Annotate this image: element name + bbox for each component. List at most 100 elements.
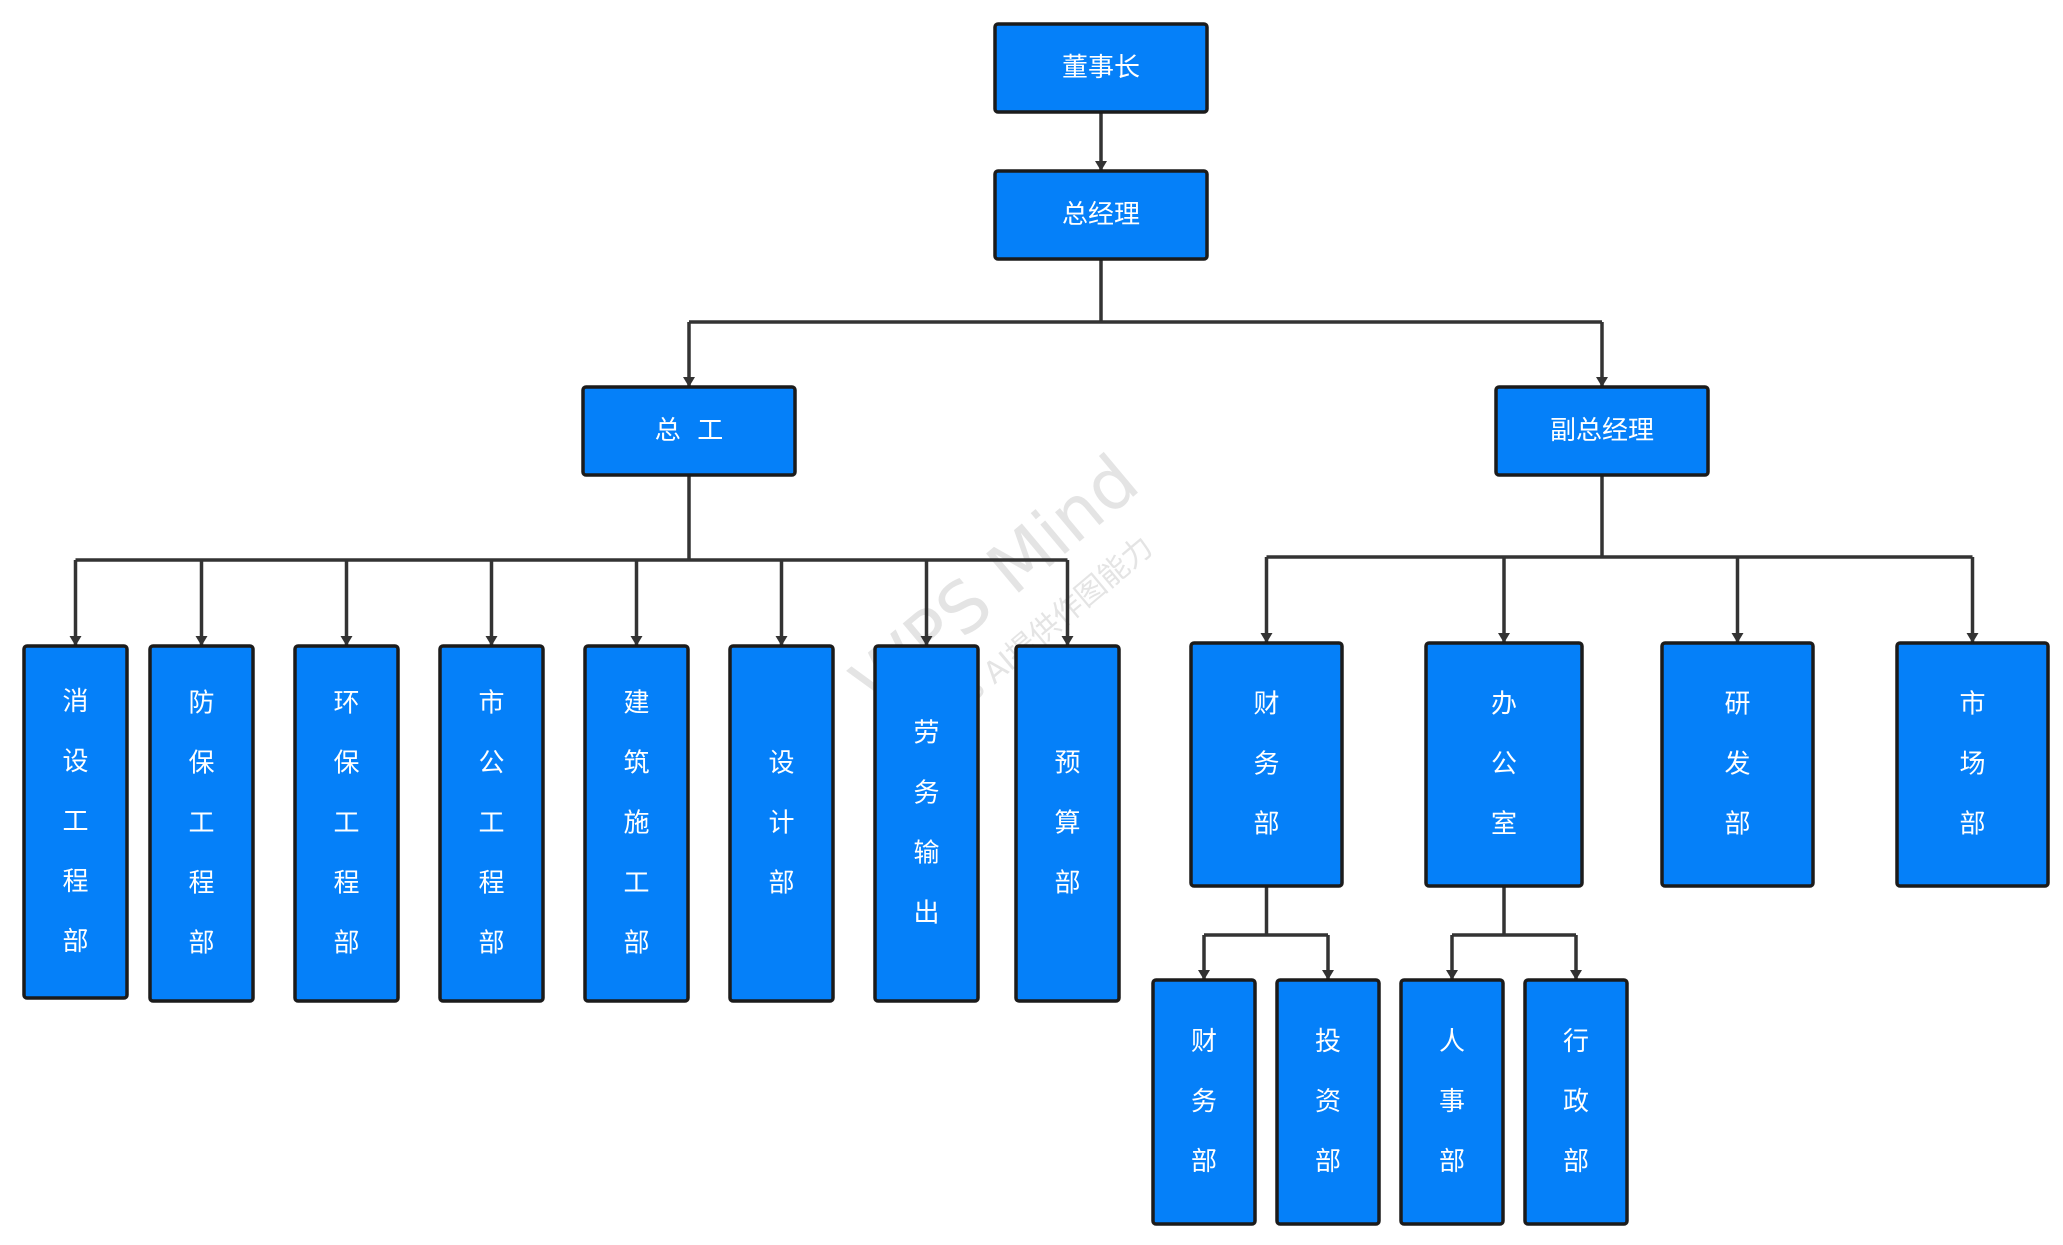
node-label-char-budget-dept-2: 部: [1054, 869, 1080, 899]
node-label-char-budget-dept-0: 预: [1054, 749, 1080, 779]
node-label-char-labor-dept-1: 务: [913, 779, 939, 809]
node-label-char-investment-2: 部: [1315, 1147, 1341, 1177]
node-label-char-finance-affairs-2: 部: [1253, 810, 1279, 840]
node-label-char-investment-1: 资: [1315, 1087, 1341, 1117]
node-label-char-municipal-dept-2: 工: [478, 809, 504, 839]
node-office[interactable]: 办公室: [1424, 641, 1584, 888]
node-label-char-office-1: 公: [1491, 750, 1517, 780]
node-box-protection-dept[interactable]: [148, 644, 255, 1003]
node-admin[interactable]: 行政部: [1523, 978, 1629, 1226]
node-label-char-construction-dept-2: 施: [623, 809, 649, 839]
node-label-char-protection-dept-4: 部: [188, 929, 214, 959]
node-box-admin[interactable]: [1523, 978, 1629, 1226]
node-box-labor-dept[interactable]: [873, 644, 980, 1003]
node-investment[interactable]: 投资部: [1275, 978, 1381, 1226]
node-label-char-budget-dept-1: 算: [1054, 809, 1080, 839]
node-finance-affairs[interactable]: 财务部: [1189, 641, 1344, 888]
node-label-char-municipal-dept-3: 程: [478, 869, 504, 899]
node-label-deputy-gm: 副总经理: [1550, 416, 1654, 446]
node-label-char-construction-dept-1: 筑: [623, 749, 649, 779]
node-label-char-labor-dept-0: 劳: [913, 719, 939, 749]
node-label-char-construction-dept-3: 工: [623, 869, 649, 899]
node-label-char-rnd-2: 部: [1724, 810, 1750, 840]
node-box-municipal-dept[interactable]: [438, 644, 545, 1003]
node-label-char-design-dept-1: 计: [768, 809, 794, 839]
node-deputy-gm[interactable]: 副总经理: [1494, 385, 1710, 477]
node-label-char-construction-dept-4: 部: [623, 929, 649, 959]
node-label-char-admin-2: 部: [1563, 1147, 1589, 1177]
node-label-char-finance-sub-2: 部: [1191, 1147, 1217, 1177]
node-box-investment[interactable]: [1275, 978, 1381, 1226]
node-label-char-finance-affairs-1: 务: [1253, 750, 1279, 780]
node-rnd[interactable]: 研发部: [1660, 641, 1815, 888]
node-label-char-protection-dept-2: 工: [188, 809, 214, 839]
node-chief-engineer[interactable]: 总 工: [581, 385, 797, 477]
node-box-gm[interactable]: [993, 169, 1209, 261]
node-label-char-municipal-dept-0: 市: [478, 689, 504, 719]
node-design-dept[interactable]: 设计部: [728, 644, 835, 1003]
node-label-char-construction-dept-0: 建: [623, 689, 649, 719]
node-label-char-admin-1: 政: [1563, 1087, 1589, 1117]
node-box-finance-affairs[interactable]: [1189, 641, 1344, 888]
node-label-char-fire-dept-0: 消: [62, 687, 88, 717]
node-gm[interactable]: 总经理: [993, 169, 1209, 261]
connector-lines: [69, 112, 1979, 980]
node-label-char-design-dept-2: 部: [768, 869, 794, 899]
node-label-char-labor-dept-3: 出: [913, 899, 939, 929]
node-box-rnd[interactable]: [1660, 641, 1815, 888]
node-box-construction-dept[interactable]: [583, 644, 690, 1003]
node-label-char-fire-dept-2: 工: [62, 807, 88, 837]
node-label-char-protection-dept-3: 程: [188, 869, 214, 899]
node-label-char-hr-2: 部: [1439, 1147, 1465, 1177]
node-label-char-finance-sub-1: 务: [1191, 1087, 1217, 1117]
node-box-chairman[interactable]: [993, 22, 1209, 114]
node-hr[interactable]: 人事部: [1399, 978, 1505, 1226]
node-label-char-hr-0: 人: [1439, 1027, 1465, 1057]
node-label-char-finance-sub-0: 财: [1191, 1027, 1217, 1057]
node-label-char-market-1: 场: [1959, 750, 1985, 780]
node-chairman[interactable]: 董事长: [993, 22, 1209, 114]
node-label-char-municipal-dept-1: 公: [478, 749, 504, 779]
node-label-char-fire-dept-1: 设: [62, 747, 88, 777]
node-label-char-rnd-1: 发: [1724, 750, 1750, 780]
node-label-char-labor-dept-2: 输: [913, 839, 939, 869]
node-label-char-finance-affairs-0: 财: [1253, 690, 1279, 720]
node-box-deputy-gm[interactable]: [1494, 385, 1710, 477]
node-label-char-fire-dept-3: 程: [62, 867, 88, 897]
node-label-gm: 总经理: [1062, 200, 1140, 230]
node-label-char-hr-1: 事: [1439, 1087, 1465, 1117]
node-box-chief-engineer[interactable]: [581, 385, 797, 477]
node-box-finance-sub[interactable]: [1151, 978, 1257, 1226]
node-box-design-dept[interactable]: [728, 644, 835, 1003]
node-label-char-protection-dept-1: 保: [188, 749, 214, 779]
node-label-char-office-0: 办: [1491, 690, 1517, 720]
node-label-char-market-2: 部: [1959, 810, 1985, 840]
node-box-market[interactable]: [1895, 641, 2050, 888]
node-label-char-fire-dept-4: 部: [62, 927, 88, 957]
node-box-office[interactable]: [1424, 641, 1584, 888]
node-box-budget-dept[interactable]: [1014, 644, 1121, 1003]
node-label-char-admin-0: 行: [1563, 1027, 1589, 1057]
node-label-char-env-dept-0: 环: [333, 689, 359, 719]
node-label-chairman: 董事长: [1062, 53, 1140, 83]
node-budget-dept[interactable]: 预算部: [1014, 644, 1121, 1003]
node-box-hr[interactable]: [1399, 978, 1505, 1226]
node-finance-sub[interactable]: 财务部: [1151, 978, 1257, 1226]
node-label-char-municipal-dept-4: 部: [478, 929, 504, 959]
node-label-char-investment-0: 投: [1315, 1027, 1341, 1057]
node-box-fire-dept[interactable]: [22, 644, 129, 1000]
node-market[interactable]: 市场部: [1895, 641, 2050, 888]
node-label-char-env-dept-3: 程: [333, 869, 359, 899]
node-label-char-design-dept-0: 设: [768, 749, 794, 779]
node-label-char-env-dept-4: 部: [333, 929, 359, 959]
node-label-char-protection-dept-0: 防: [188, 689, 214, 719]
node-label-chief-engineer: 总 工: [655, 416, 724, 446]
node-box-env-dept[interactable]: [293, 644, 400, 1003]
